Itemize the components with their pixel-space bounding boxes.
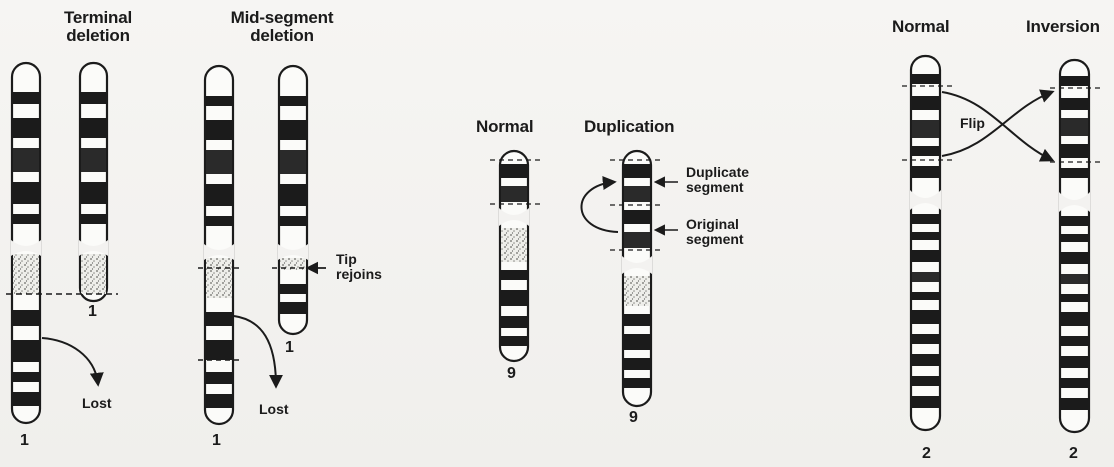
- chromosome-1-normal-mid: [204, 66, 234, 424]
- flip-label: Flip: [960, 116, 985, 131]
- inversion-title: Inversion: [1026, 18, 1100, 36]
- inversion-2-number: 2: [1069, 446, 1078, 463]
- lost-arrow-terminal: [42, 338, 98, 384]
- terminal-lost-label: Lost: [82, 396, 112, 411]
- normal-2-title: Normal: [892, 18, 949, 36]
- chromosome-1-mid-deleted: [278, 66, 308, 334]
- tip-rejoins-label: Tip rejoins: [336, 252, 406, 281]
- chromosome-1-terminal-deleted: [79, 63, 108, 301]
- normal-9-number: 9: [507, 366, 516, 383]
- mid-deleted-number: 1: [285, 340, 294, 357]
- duplicate-segment-label: Duplicate segment: [686, 165, 766, 194]
- duplication-title: Duplication: [584, 118, 674, 136]
- chromosome-9-duplication: [622, 151, 652, 406]
- chromosome-2-inversion: [1059, 60, 1090, 432]
- terminal-deleted-number: 1: [88, 304, 97, 321]
- original-segment-label: Original segment: [686, 217, 766, 246]
- normal-9-title: Normal: [476, 118, 533, 136]
- lost-arrow-mid: [234, 316, 276, 386]
- mid-lost-label: Lost: [259, 402, 289, 417]
- chromosome-2-normal: [910, 56, 941, 430]
- terminal-deletion-title: Terminal deletion: [48, 9, 148, 45]
- duplication-9-number: 9: [629, 410, 638, 427]
- flip-arrow-down: [942, 92, 1052, 160]
- chromosome-9-normal: [499, 151, 529, 361]
- normal-2-number: 2: [922, 446, 931, 463]
- mid-segment-deletion-title: Mid-segment deletion: [222, 9, 342, 45]
- duplication-arrow: [581, 182, 618, 232]
- flip-arrow-up: [942, 92, 1052, 156]
- terminal-normal-number: 1: [20, 433, 29, 450]
- chromosome-1-normal: [11, 63, 41, 423]
- mid-normal-number: 1: [212, 433, 221, 450]
